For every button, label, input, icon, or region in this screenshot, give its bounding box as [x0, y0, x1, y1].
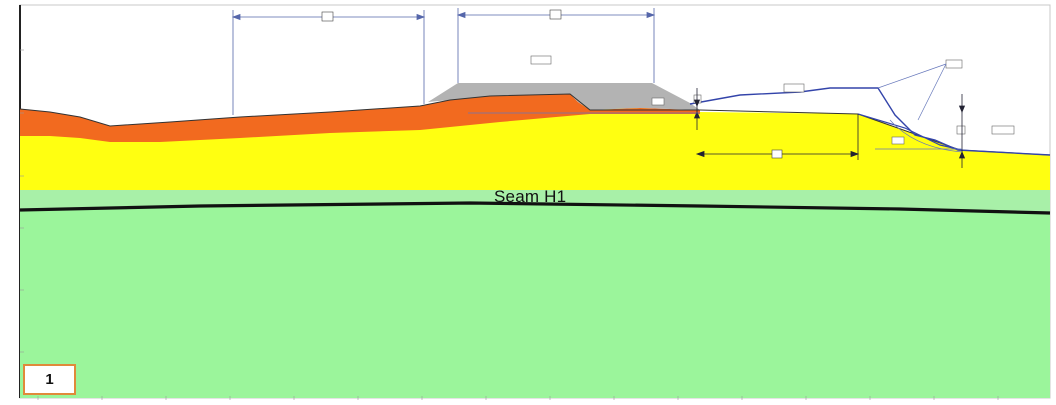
vertical-dimension-arrow	[958, 94, 966, 168]
annotation-box	[991, 125, 1015, 135]
design-profile-line	[689, 87, 1051, 156]
panel-number: 1	[45, 371, 54, 388]
annotation-box	[783, 83, 805, 93]
ground-surface-line	[19, 93, 1051, 156]
seam-h1-line	[19, 201, 1051, 215]
leader-lines	[468, 63, 963, 153]
annotation-box	[945, 59, 963, 69]
seam-label: Seam H1	[494, 187, 567, 206]
dimension-width-dump	[456, 8, 656, 83]
dimension-berm-width	[695, 114, 860, 160]
y-axis-ticks	[20, 49, 24, 353]
design-profile-line-secondary	[857, 113, 963, 151]
x-axis-ticks	[37, 396, 999, 400]
annotation-box	[891, 136, 905, 145]
dump-material	[428, 83, 700, 110]
dimension-width-left	[231, 10, 426, 115]
panel-number-badge: 1	[23, 364, 76, 395]
topsoil-layer	[20, 94, 700, 142]
annotation-box	[651, 97, 665, 106]
vertical-dimension-arrow	[693, 88, 701, 130]
underburden-layer	[20, 203, 1050, 398]
annotation-box	[530, 55, 552, 65]
annotation-box	[956, 125, 966, 135]
